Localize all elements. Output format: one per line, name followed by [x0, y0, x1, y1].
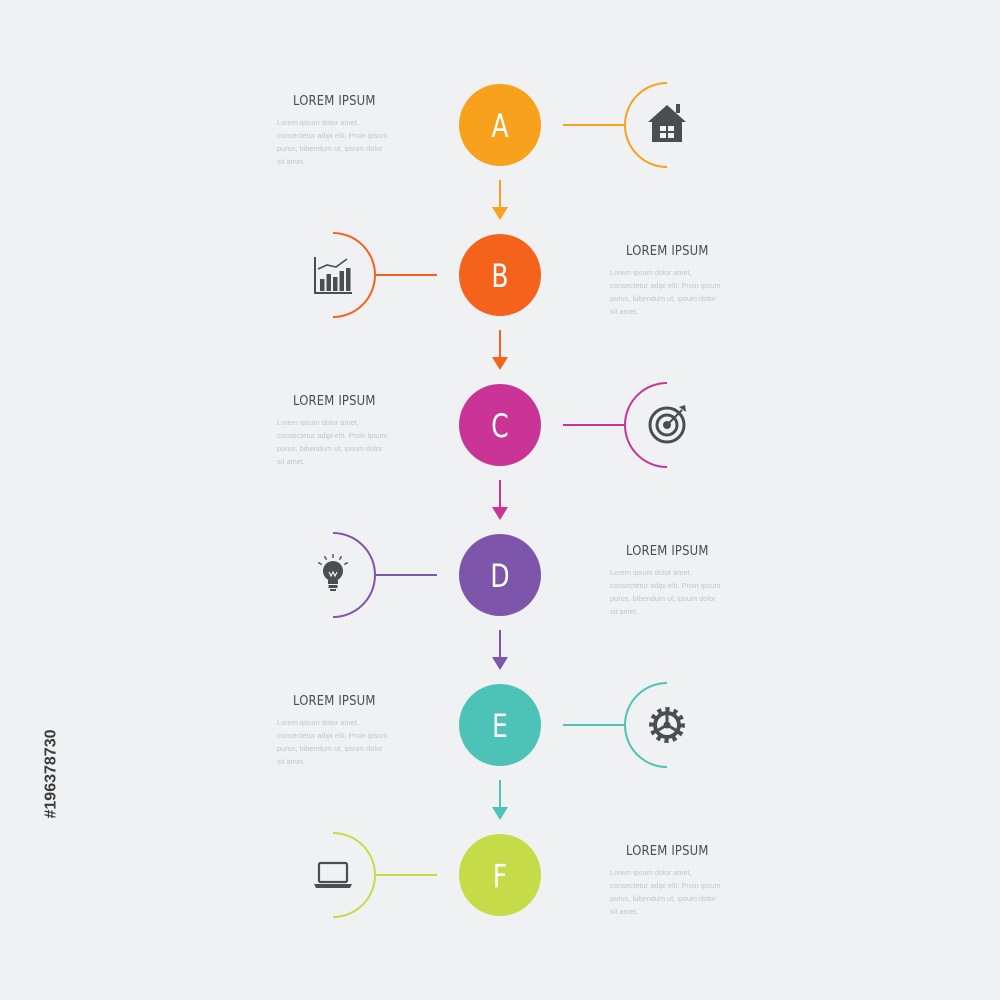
- icon-connector: [332, 232, 437, 318]
- icon-connector: [563, 82, 668, 168]
- laptop-icon: [314, 861, 352, 888]
- step-letter: F: [493, 857, 507, 895]
- step-circle: [459, 234, 541, 316]
- block-title: LOREM IPSUM: [293, 93, 376, 109]
- step-arrow: [492, 180, 508, 220]
- block-body: Lorem ipsum dolor amet, consectetur adip…: [610, 568, 721, 616]
- target-icon: [648, 405, 686, 444]
- block-body: Lorem ipsum dolor amet, consectetur adip…: [277, 418, 388, 466]
- step-d: D: [317, 532, 541, 670]
- house-icon: [648, 104, 686, 142]
- step-circle: [459, 834, 541, 916]
- text-block-b: LOREM IPSUM Lorem ipsum dolor amet, conse…: [610, 243, 740, 318]
- text-block-f: LOREM IPSUM Lorem ipsum dolor amet, conse…: [610, 843, 740, 918]
- step-letter: C: [491, 407, 508, 445]
- step-arrow: [492, 330, 508, 370]
- stock-id-watermark: #196378730: [42, 729, 60, 819]
- block-title: LOREM IPSUM: [626, 543, 709, 559]
- icon-connector: [332, 532, 437, 618]
- bar-chart-icon: [314, 257, 352, 294]
- block-body: Lorem ipsum dolor amet, consectetur adip…: [610, 268, 721, 316]
- step-circle: [459, 84, 541, 166]
- icon-connector: [563, 682, 668, 768]
- text-block-e: LOREM IPSUM Lorem ipsum dolor amet, conse…: [277, 693, 407, 768]
- block-title: LOREM IPSUM: [293, 693, 376, 709]
- step-letter: B: [491, 257, 508, 295]
- step-e: E: [459, 682, 685, 820]
- step-letter: A: [491, 107, 508, 145]
- icon-connector: [332, 832, 437, 918]
- block-body: Lorem ipsum dolor amet, consectetur adip…: [610, 868, 721, 916]
- block-title: LOREM IPSUM: [626, 843, 709, 859]
- text-block-d: LOREM IPSUM Lorem ipsum dolor amet, conse…: [610, 543, 740, 618]
- step-letter: E: [492, 707, 508, 745]
- gear-icon: [649, 707, 685, 743]
- step-circle: [459, 384, 541, 466]
- block-title: LOREM IPSUM: [626, 243, 709, 259]
- icon-connector: [563, 382, 668, 468]
- step-arrow: [492, 630, 508, 670]
- step-arrow: [492, 480, 508, 520]
- step-circle: [459, 534, 541, 616]
- block-title: LOREM IPSUM: [293, 393, 376, 409]
- step-b: B: [314, 232, 541, 370]
- step-arrow: [492, 780, 508, 820]
- text-block-c: LOREM IPSUM Lorem ipsum dolor amet, conse…: [277, 393, 407, 468]
- block-body: Lorem ipsum dolor amet, consectetur adip…: [277, 118, 388, 166]
- step-circle: [459, 684, 541, 766]
- step-a: A: [459, 82, 686, 220]
- block-body: Lorem ipsum dolor amet, consectetur adip…: [277, 718, 388, 766]
- step-letter: D: [490, 557, 509, 595]
- step-f: F: [314, 832, 541, 918]
- step-c: C: [459, 382, 686, 520]
- lightbulb-icon: [317, 554, 349, 591]
- text-block-a: LOREM IPSUM Lorem ipsum dolor amet, conse…: [277, 93, 407, 168]
